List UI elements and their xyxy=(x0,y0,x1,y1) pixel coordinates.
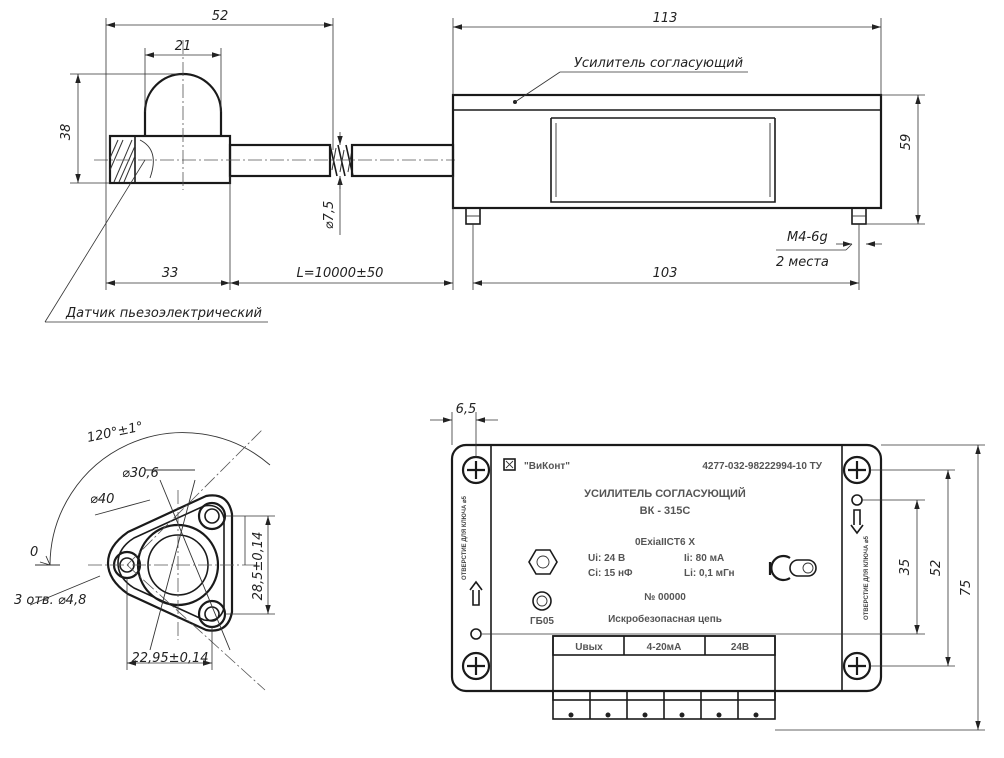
label-sensor: Датчик пьезоэлектрический xyxy=(65,306,262,321)
dim-sensor-width: 52 xyxy=(212,9,229,24)
dim-front-h3: 75 xyxy=(959,580,974,597)
dim-circle-d1: ⌀30,6 xyxy=(122,466,159,481)
amplifier-side-view xyxy=(451,93,883,225)
amplifier-front-view: ОТВЕРСТИЕ ДЛЯ КЛЮЧА ⌀5 ОТВЕРСТИЕ ДЛЯ КЛЮ… xyxy=(430,402,985,731)
cert-mark-icon xyxy=(532,591,552,611)
screw-icon xyxy=(461,651,491,681)
dim-cable-diameter: ⌀7,5 xyxy=(322,201,337,230)
dim-mount-spacing: 103 xyxy=(653,266,678,281)
plate-cert: ГБ05 xyxy=(530,616,554,627)
screw-icon xyxy=(842,455,872,485)
terminal-voltage: 24В xyxy=(731,642,749,653)
dim-sensor-base-length: 33 xyxy=(162,266,179,281)
dim-edge-offset: 6,5 xyxy=(456,402,477,417)
dim-hole-spacing-v: 28,5±0,14 xyxy=(251,532,266,601)
dim-sensor-height: 38 xyxy=(59,124,74,141)
label-holes: 3 отв. ⌀4,8 xyxy=(14,593,86,608)
dim-amp-height: 59 xyxy=(899,134,914,151)
side-text-right: ОТВЕРСТИЕ ДЛЯ КЛЮЧА ⌀5 xyxy=(864,535,870,620)
label-thread-size: M4-6g xyxy=(787,230,828,245)
screw-icon xyxy=(461,455,491,485)
plate-ui: Ui: 24 В xyxy=(588,553,625,564)
terminal-current: 4-20мА xyxy=(647,642,682,653)
ce-mark-icon xyxy=(768,554,817,582)
label-thread-count: 2 места xyxy=(776,255,829,270)
plate-ci: Ci: 15 нФ xyxy=(588,568,633,579)
dim-hole-spacing-h: 22,95±0,14 xyxy=(131,651,208,666)
dim-dome-diameter: 21 xyxy=(175,39,192,54)
screw-icon xyxy=(842,651,872,681)
dim-angle: 120°±1° xyxy=(86,419,145,446)
dim-circle-d2: ⌀40 xyxy=(90,492,114,507)
brand-logo-icon xyxy=(503,458,516,471)
arrow-up-icon xyxy=(469,580,483,606)
dim-amp-length: 113 xyxy=(653,11,678,26)
plate-li: Li: 0,1 мГн xyxy=(684,568,735,579)
plate-title: УСИЛИТЕЛЬ СОГЛАСУЮЩИЙ xyxy=(584,487,746,500)
plate-ii: Ii: 80 мА xyxy=(684,553,724,564)
top-view-dimensions: 52 21 38 113 59 ⌀7,5 33 L=10000±50 xyxy=(44,9,925,323)
plate-brand: "ВиКонт" xyxy=(524,461,570,472)
plate-circuit: Искробезопасная цепь xyxy=(608,613,722,625)
dim-cable-length: L=10000±50 xyxy=(297,266,384,281)
dim-front-h2: 52 xyxy=(929,560,944,577)
label-amplifier: Усилитель согласующий xyxy=(574,56,743,71)
side-text-left: ОТВЕРСТИЕ ДЛЯ КЛЮЧА ⌀5 xyxy=(462,495,468,580)
arrow-down-icon xyxy=(850,509,864,535)
plate-ex-mark: 0ExiaIICT6 X xyxy=(635,537,695,548)
dim-front-h1: 35 xyxy=(898,559,913,576)
label-zero: 0 xyxy=(30,545,38,560)
plate-tu: 4277-032-98222994-10 ТУ xyxy=(702,461,822,472)
sensor-plan-view: 120°±1° ⌀30,6 ⌀40 0 3 отв. ⌀4,8 28,5±0,1… xyxy=(14,419,275,691)
plate-model: ВК - 315С xyxy=(640,505,691,517)
plate-serial: № 00000 xyxy=(644,592,686,603)
terminal-out: Uвых xyxy=(575,642,603,653)
sensor-side-view xyxy=(94,40,455,190)
ex-hex-icon xyxy=(528,549,558,575)
